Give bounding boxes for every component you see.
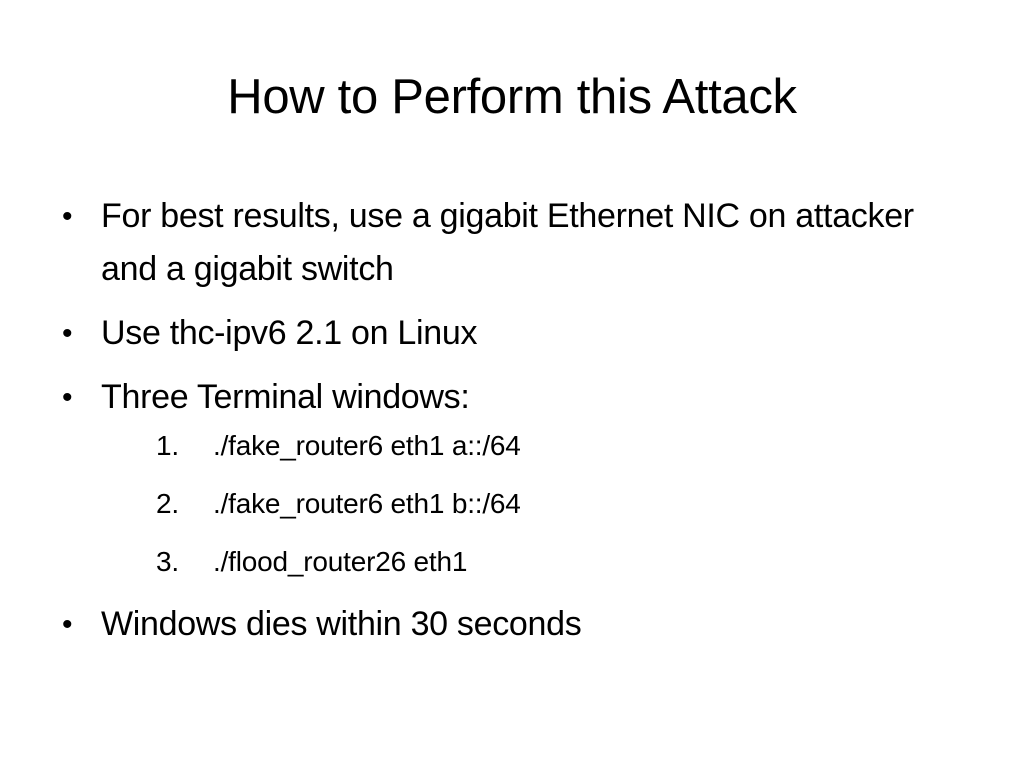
- bullet-text: Use thc-ipv6 2.1 on Linux: [101, 314, 478, 352]
- numbered-sublist: 1. ./fake_router6 eth1 a::/64 2. ./fake_…: [101, 424, 960, 584]
- bullet-text: Three Terminal windows:: [101, 378, 470, 416]
- item-number: 2.: [156, 488, 179, 519]
- bullet-text: Windows dies within 30 seconds: [101, 605, 582, 643]
- bullet-icon: •: [62, 317, 73, 350]
- item-number: 3.: [156, 546, 179, 577]
- item-text: ./fake_router6 eth1 a::/64: [213, 430, 521, 461]
- bullet-item: • For best results, use a gigabit Ethern…: [60, 190, 960, 296]
- item-text: ./flood_router26 eth1: [213, 546, 468, 577]
- bullet-text: For best results, use a gigabit Ethernet…: [101, 197, 914, 288]
- bullet-icon: •: [62, 200, 73, 233]
- bullet-icon: •: [62, 608, 73, 641]
- item-number: 1.: [156, 430, 179, 461]
- item-text: ./fake_router6 eth1 b::/64: [213, 488, 521, 519]
- bullet-icon: •: [62, 381, 73, 414]
- slide-title: How to Perform this Attack: [227, 70, 797, 124]
- numbered-item: 1. ./fake_router6 eth1 a::/64: [101, 424, 960, 468]
- numbered-item: 2. ./fake_router6 eth1 b::/64: [101, 482, 960, 526]
- numbered-item: 3. ./flood_router26 eth1: [101, 540, 960, 584]
- bullet-item: • Use thc-ipv6 2.1 on Linux: [60, 307, 960, 360]
- bullet-item: • Three Terminal windows: 1. ./fake_rout…: [60, 371, 960, 584]
- bullet-list: • For best results, use a gigabit Ethern…: [60, 190, 960, 662]
- bullet-item: • Windows dies within 30 seconds: [60, 598, 960, 651]
